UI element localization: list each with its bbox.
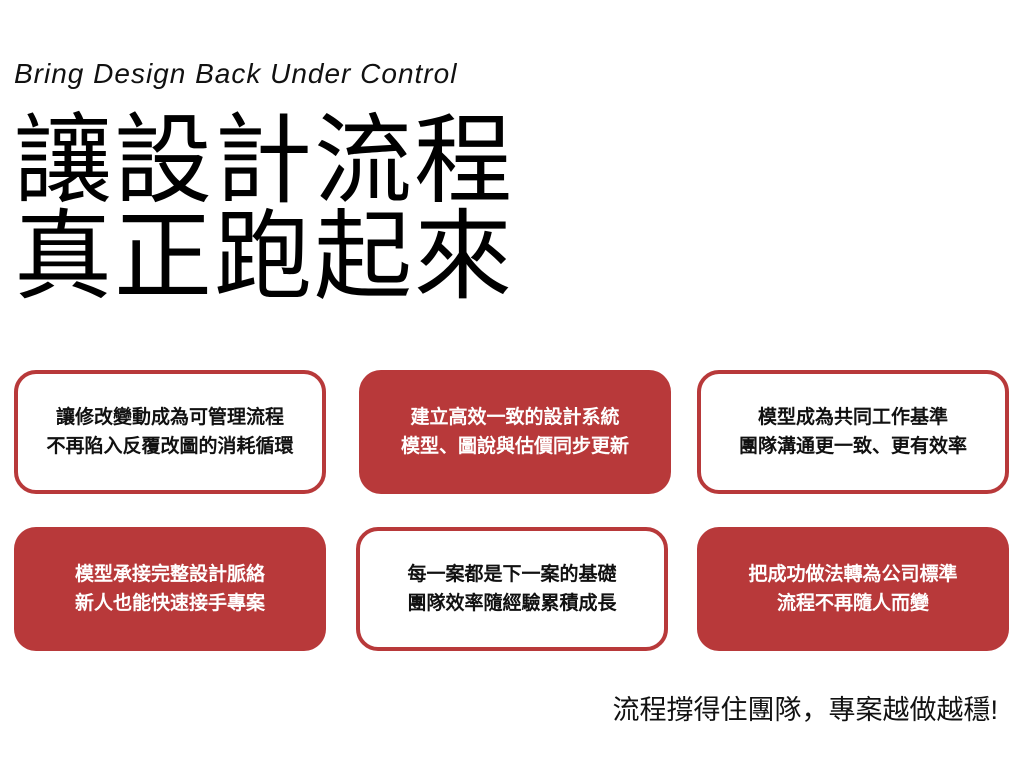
card-line-2: 新人也能快速接手專案	[74, 593, 265, 614]
feature-card: 每一案都是下一案的基礎 團隊效率隨經驗累積成長	[356, 527, 668, 651]
card-line-1: 每一案都是下一案的基礎	[407, 564, 617, 585]
card-line-1: 模型承接完整設計脈絡	[74, 564, 265, 585]
feature-card: 模型承接完整設計脈絡 新人也能快速接手專案	[14, 527, 326, 651]
feature-card: 建立高效一致的設計系統 模型、圖說與估價同步更新	[359, 370, 671, 494]
card-line-2: 團隊效率隨經驗累積成長	[407, 593, 617, 614]
page-title: 讓設計流程 真正跑起來	[14, 105, 515, 311]
card-line-2: 團隊溝通更一致、更有效率	[738, 436, 967, 457]
title-line-1: 讓設計流程	[14, 105, 515, 215]
feature-card: 讓修改變動成為可管理流程 不再陷入反覆改圖的消耗循環	[14, 370, 326, 494]
subtitle: Bring Design Back Under Control	[14, 58, 458, 89]
card-line-1: 讓修改變動成為可管理流程	[55, 407, 284, 428]
title-line-2: 真正跑起來	[14, 201, 515, 311]
feature-card: 把成功做法轉為公司標準 流程不再隨人而變	[697, 527, 1009, 651]
card-line-2: 不再陷入反覆改圖的消耗循環	[46, 436, 294, 457]
card-line-1: 模型成為共同工作基準	[757, 407, 948, 428]
card-line-1: 建立高效一致的設計系統	[410, 407, 620, 428]
feature-card: 模型成為共同工作基準 團隊溝通更一致、更有效率	[697, 370, 1009, 494]
tagline: 流程撐得住團隊，專案越做越穩!	[612, 695, 998, 725]
card-line-2: 模型、圖說與估價同步更新	[400, 436, 629, 457]
card-line-2: 流程不再隨人而變	[776, 593, 929, 614]
card-line-1: 把成功做法轉為公司標準	[748, 564, 958, 585]
